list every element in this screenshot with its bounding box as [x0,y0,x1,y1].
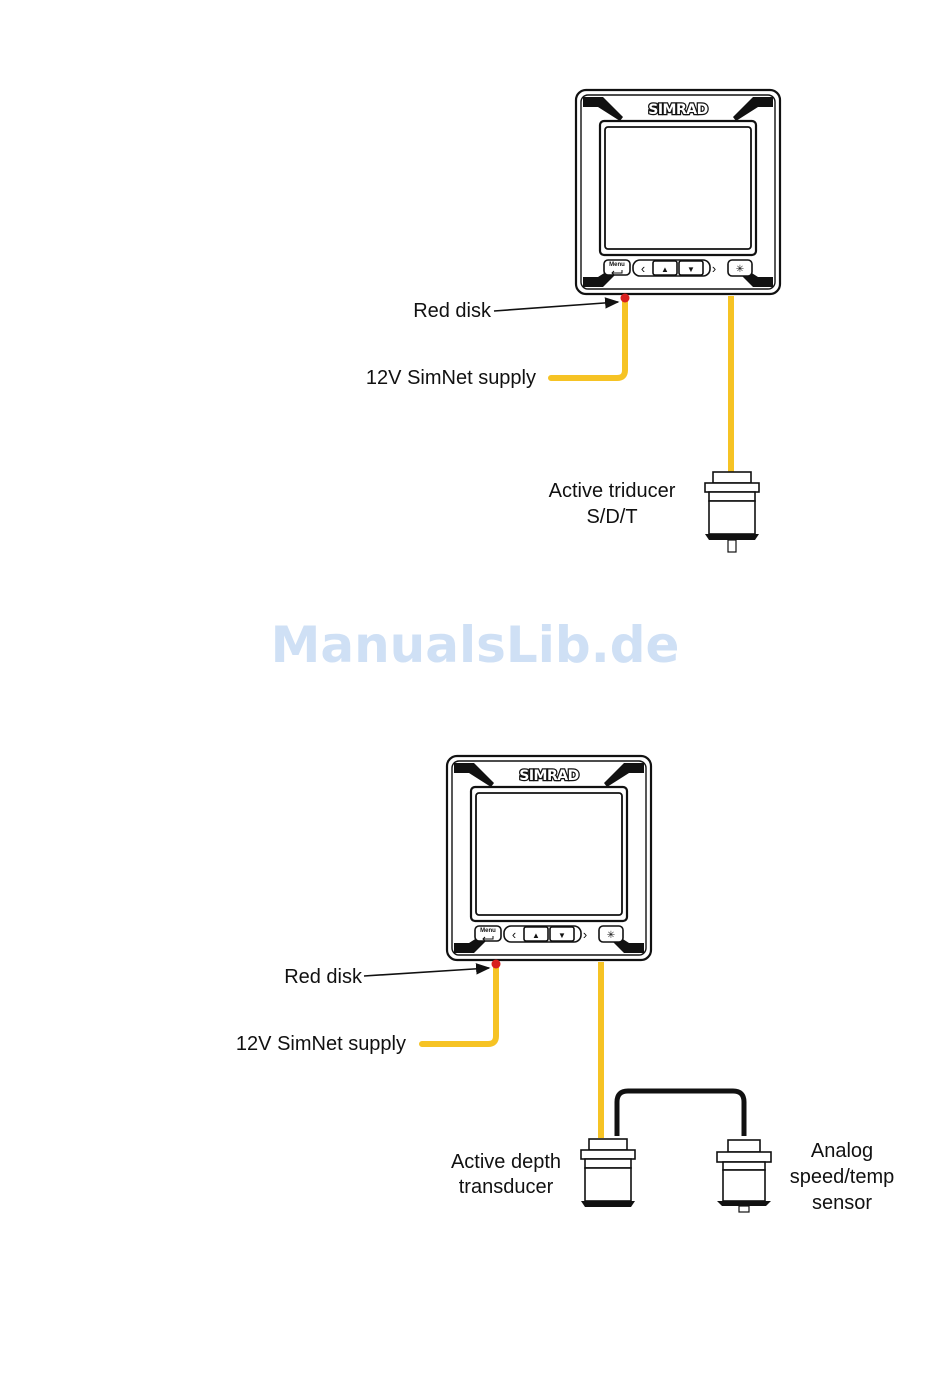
red-disk-label-top: Red disk [413,300,492,322]
up-key-icon: ▲ [532,931,540,940]
right-key-icon: › [583,927,587,942]
brand-logo: SIMRAD [648,102,707,118]
supply-label-bottom: 12V SimNet supply [236,1033,406,1055]
supply-cable-bottom [422,966,496,1044]
left-key-icon: ‹ [641,261,645,276]
brand-logo: SIMRAD [519,768,578,784]
display-unit-top: SIMRAD Menu ‹ ▲ ▼ › ✳ [576,90,780,294]
red-disk-top [621,294,630,303]
red-disk-pointer-top [494,302,618,311]
diagram-bottom: SIMRAD Menu ‹ ▲ ▼ › ✳ Red disk 12V SimNe… [236,756,894,1214]
transducer-label-top-line1: Active triducer [549,480,676,502]
sensor-label-line1: Analog [811,1140,873,1162]
depth-label-line2: transducer [459,1176,554,1198]
menu-key-label: Menu [480,928,496,934]
watermark: ManualsLib.de [271,616,680,674]
up-key-icon: ▲ [661,265,669,274]
sensor-label-line3: sensor [812,1192,872,1214]
sensor-cable-bottom [617,1091,744,1136]
snowflake-icon: ✳ [736,264,744,275]
display-unit-bottom: SIMRAD Menu ‹ ▲ ▼ › ✳ [447,756,651,960]
depth-transducer [581,1139,635,1207]
depth-label-line1: Active depth [451,1151,561,1173]
red-disk-bottom [492,960,501,969]
supply-cable-top [551,300,625,378]
down-key-icon: ▼ [687,265,695,274]
triducer-transducer [705,472,759,552]
supply-label-top: 12V SimNet supply [366,367,536,389]
menu-key-label: Menu [609,262,625,268]
red-disk-pointer-bottom [364,968,489,976]
diagram-top: SIMRAD Menu ‹ ▲ ▼ › ✳ Red disk 12V SimNe… [366,90,780,552]
sensor-label-line2: speed/temp [790,1166,895,1188]
speed-temp-sensor [717,1140,771,1212]
left-key-icon: ‹ [512,927,516,942]
snowflake-icon: ✳ [607,930,615,941]
down-key-icon: ▼ [558,931,566,940]
red-disk-label-bottom: Red disk [284,966,363,988]
right-key-icon: › [712,261,716,276]
transducer-label-top-line2: S/D/T [586,506,637,528]
